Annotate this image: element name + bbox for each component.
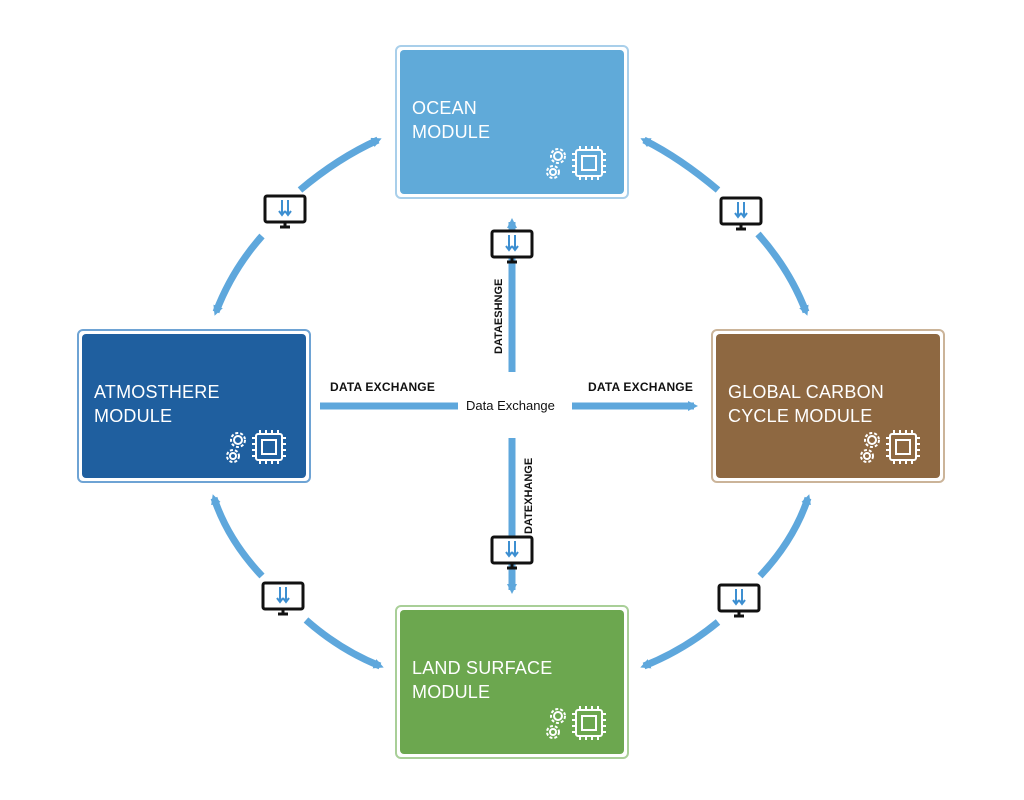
right-data-exchange-label: DATA EXCHANGE	[588, 380, 694, 394]
land-surface-module-title-line2: MODULE	[412, 682, 491, 702]
carbon-cycle-module-title: GLOBAL CARBON CYCLE MODULE	[728, 380, 884, 428]
monitor-data-transfer-icon	[719, 196, 763, 231]
monitor-data-transfer-icon	[717, 583, 761, 618]
carbon-cycle-module-title-line2: CYCLE MODULE	[728, 406, 873, 426]
arrow-atmosphere-to-land	[303, 617, 384, 670]
arrow-carbon-to-land	[640, 619, 721, 670]
land-surface-module-title-line1: LAND SURFACE	[412, 658, 553, 678]
left-data-exchange-label: DATA EXCHANGE	[330, 380, 436, 394]
monitor-data-transfer-icon	[261, 581, 305, 616]
arrow-ocean-to-atmosphere	[212, 233, 265, 316]
arrow-land-to-atmosphere	[210, 494, 265, 579]
ocean-module-title-line2: MODULE	[412, 122, 491, 142]
atmosphere-module-title-line2: MODULE	[94, 406, 173, 426]
monitor-data-transfer-icon	[263, 194, 307, 229]
gear-and-chip-icon	[546, 146, 606, 180]
atmosphere-module-title-line1: ATMOSTHERE	[94, 382, 220, 402]
monitor-data-transfer-icon	[490, 535, 534, 570]
center-data-exchange-label: Data Exchange	[466, 398, 555, 413]
carbon-cycle-module: GLOBAL CARBON CYCLE MODULE	[711, 329, 945, 483]
arrow-land-to-carbon	[757, 494, 812, 579]
gear-and-chip-icon	[546, 706, 606, 740]
ocean-module: OCEAN MODULE	[395, 45, 629, 199]
gear-and-chip-icon	[226, 430, 286, 464]
bottom-vertical-exchange-label: DATEXHANGE	[523, 457, 535, 534]
land-surface-module: LAND SURFACE MODULE	[395, 605, 629, 759]
arrow-atmosphere-to-ocean	[297, 136, 382, 193]
top-vertical-exchange-label: DATAESHNGE	[493, 278, 505, 354]
monitor-data-transfer-icon	[490, 229, 534, 264]
gear-and-chip-icon	[860, 430, 920, 464]
ocean-module-title: OCEAN MODULE	[412, 96, 490, 144]
carbon-cycle-module-title-line1: GLOBAL CARBON	[728, 382, 884, 402]
arrow-ocean-to-carbon	[755, 231, 810, 316]
arrow-carbon-to-ocean	[640, 136, 721, 193]
land-surface-module-title: LAND SURFACE MODULE	[412, 656, 552, 704]
ocean-module-title-line1: OCEAN	[412, 98, 478, 118]
atmosphere-module-title: ATMOSTHERE MODULE	[94, 380, 220, 428]
atmosphere-module: ATMOSTHERE MODULE	[77, 329, 311, 483]
